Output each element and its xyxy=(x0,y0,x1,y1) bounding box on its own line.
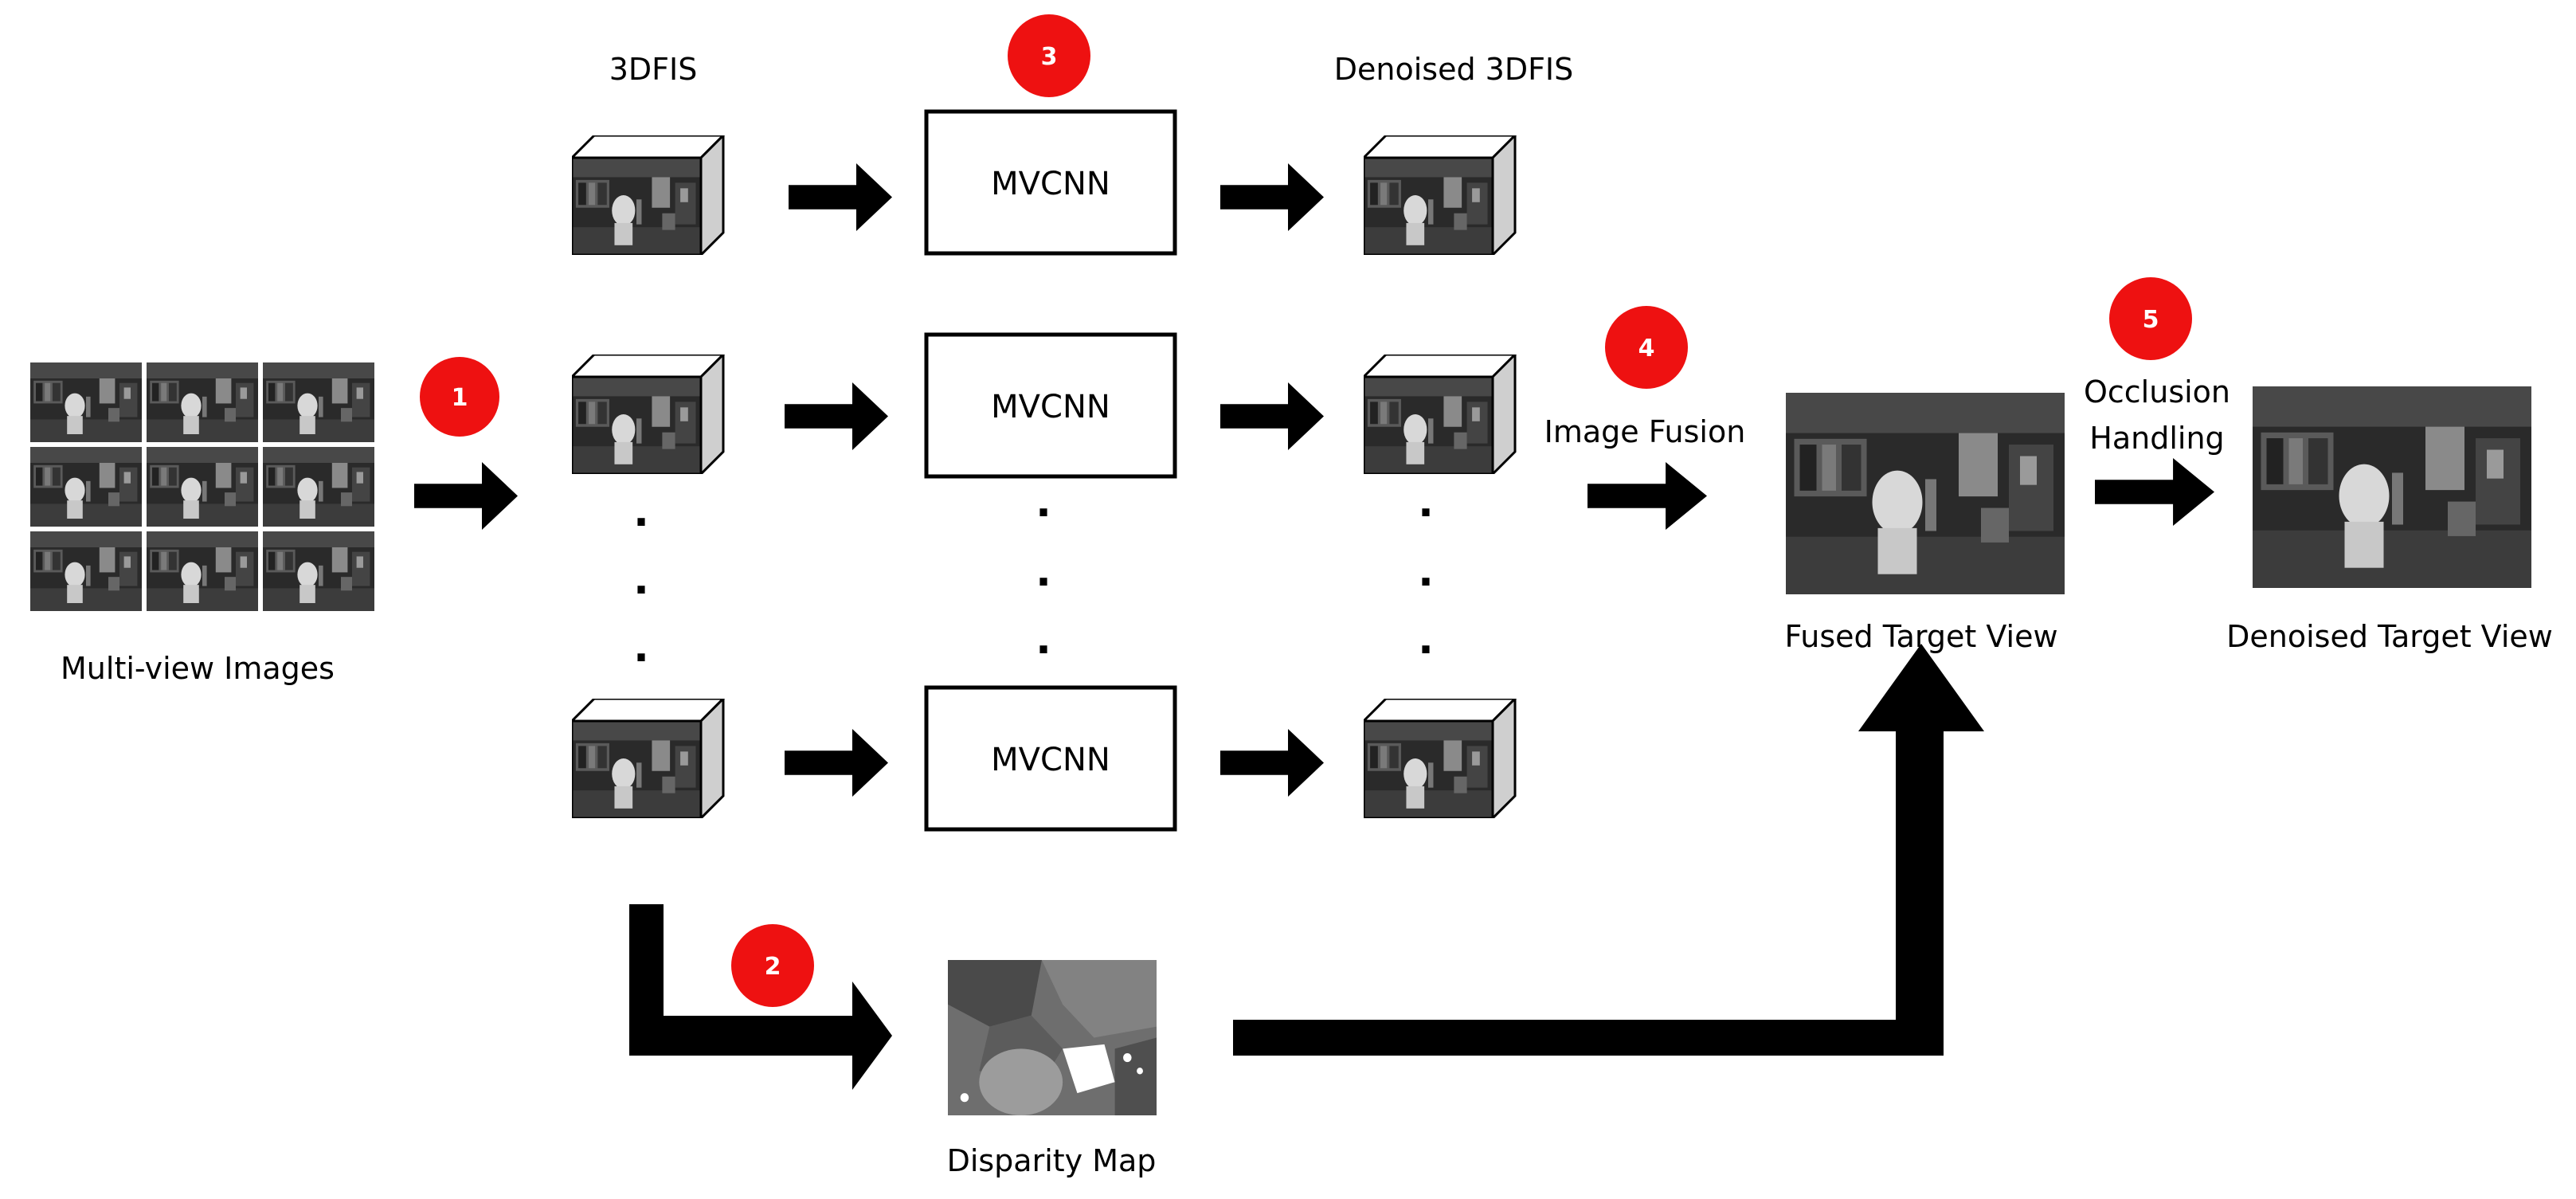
3dfis-label: 3DFIS xyxy=(609,52,698,87)
occlusion-label-line2: Handling xyxy=(2089,421,2224,456)
step-badge-3: 3 xyxy=(1008,14,1090,97)
svg-text:MVCNN: MVCNN xyxy=(991,166,1110,202)
denoised-cube xyxy=(1364,135,1515,255)
svg-text:.: . xyxy=(1418,479,1434,527)
arrow-disparity-to-fused xyxy=(1233,644,1984,1056)
ellipsis-denoised: . . . xyxy=(1418,479,1434,664)
arrow-to-denoised xyxy=(1220,729,1324,797)
svg-text:4: 4 xyxy=(1638,335,1655,362)
disparity-map-image xyxy=(948,960,1157,1115)
svg-text:3: 3 xyxy=(1041,43,1058,71)
ellipsis-mvcnn: . . . xyxy=(1035,479,1051,664)
multiview-images-grid xyxy=(30,362,374,611)
svg-text:.: . xyxy=(1035,479,1051,527)
mvcnn-box: MVCNN xyxy=(924,685,1177,832)
svg-text:.: . xyxy=(1035,548,1051,596)
multiview-thumb xyxy=(263,447,374,527)
mvcnn-box: MVCNN xyxy=(924,109,1177,256)
svg-text:.: . xyxy=(1418,548,1434,596)
arrow-to-denoised xyxy=(1220,382,1324,450)
image-fusion-label: Image Fusion xyxy=(1544,414,1746,449)
multiview-thumb xyxy=(147,531,258,611)
arrow-to-denoised-target xyxy=(2095,458,2214,526)
svg-text:MVCNN: MVCNN xyxy=(991,389,1110,425)
arrow-to-mvcnn xyxy=(785,729,888,797)
denoised-3dfis-label: Denoised 3DFIS xyxy=(1334,52,1574,87)
denoised-target-image xyxy=(2253,386,2531,588)
multiview-label: Multi-view Images xyxy=(61,651,335,686)
svg-text:1: 1 xyxy=(452,384,468,412)
occlusion-label-line1: Occlusion xyxy=(2084,374,2230,409)
svg-text:MVCNN: MVCNN xyxy=(991,742,1110,778)
fused-target-image xyxy=(1786,393,2065,594)
step-badge-4: 4 xyxy=(1605,306,1688,389)
disparity-map-label: Disparity Map xyxy=(947,1143,1157,1178)
arrow-to-disparity xyxy=(629,904,892,1090)
step-badge-5: 5 xyxy=(2109,277,2192,360)
svg-text:.: . xyxy=(633,556,649,604)
step-badge-1: 1 xyxy=(420,357,499,437)
arrow-to-denoised xyxy=(1220,163,1324,231)
3dfis-cube xyxy=(572,135,723,255)
mvcnn-box: MVCNN xyxy=(924,332,1177,479)
denoised-cube xyxy=(1364,699,1515,818)
multiview-thumb xyxy=(263,531,374,611)
svg-text:.: . xyxy=(1035,616,1051,664)
denoised-target-label: Denoised Target View xyxy=(2226,619,2553,654)
multiview-thumb xyxy=(263,362,374,442)
arrow-to-mvcnn xyxy=(785,382,888,450)
step-badge-2: 2 xyxy=(731,924,814,1007)
multiview-thumb xyxy=(147,447,258,527)
3dfis-cube xyxy=(572,699,723,818)
svg-text:5: 5 xyxy=(2143,306,2159,334)
svg-text:.: . xyxy=(1418,616,1434,664)
arrow-to-3dfis xyxy=(414,462,518,530)
svg-text:.: . xyxy=(633,624,649,672)
denoised-cube xyxy=(1364,355,1515,474)
svg-text:.: . xyxy=(633,488,649,536)
multiview-thumb xyxy=(30,362,142,442)
arrow-to-mvcnn xyxy=(789,163,892,231)
multiview-thumb xyxy=(30,447,142,527)
svg-text:2: 2 xyxy=(765,953,781,981)
3dfis-cube xyxy=(572,355,723,474)
multiview-thumb xyxy=(147,362,258,442)
ellipsis-3dfis: . . . xyxy=(633,488,649,672)
arrow-to-fused xyxy=(1587,462,1707,530)
multiview-thumb xyxy=(30,531,142,611)
